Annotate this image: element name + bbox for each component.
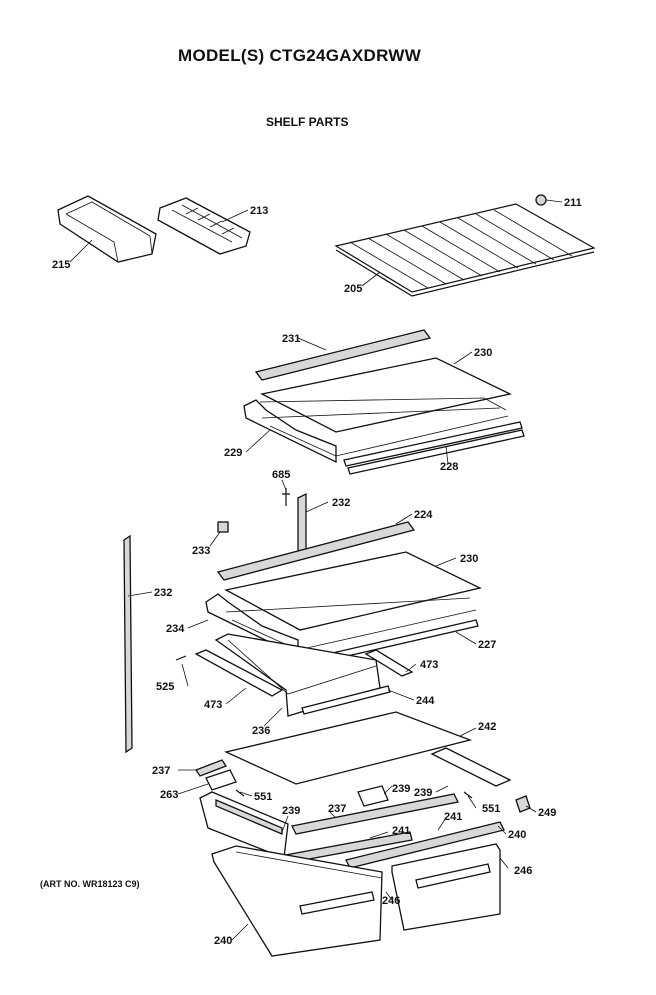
callout-229: 229 [224,447,242,459]
crisper-drawer-right-part [391,843,501,931]
callout-241-right: 241 [444,811,462,823]
trim-244-part [301,685,391,715]
callout-213: 213 [250,205,268,217]
callout-234: 234 [166,623,185,635]
art-number: (ART NO. WR18123 C9) [40,879,140,889]
callout-237-center: 237 [328,803,346,815]
callout-236: 236 [252,725,270,737]
callout-231: 231 [282,333,300,345]
drawer-slide-right-part [430,747,512,787]
crisper-drawer-left-part [211,845,383,957]
bracket-239-part [357,785,389,807]
upright-232-part [123,534,133,754]
callout-240-bottom: 240 [214,935,232,947]
drawer-side-bracket-part [199,791,289,859]
glass-shelf-lower-part [224,551,482,631]
shelf-rear-rail-part [254,329,432,381]
page-title: MODEL(S) CTG24GAXDRWW [178,46,422,65]
callout-205: 205 [344,283,362,295]
bracket-232-part [297,492,307,560]
screw-525-part [175,655,187,661]
wire-shelf-part [334,203,596,297]
callout-239-left: 239 [282,805,300,817]
callout-241-left: 241 [392,825,410,837]
callout-230-upper: 230 [474,347,492,359]
slide-473-part [194,649,414,697]
glass-242-part [224,711,473,785]
callout-246-center: 246 [382,895,400,907]
leader-lines [69,199,563,941]
callout-230-lower: 230 [460,553,478,565]
callout-labels: 215 213 211 205 231 230 229 228 685 232 … [52,197,582,947]
section-subtitle: SHELF PARTS [266,115,349,129]
ice-tray-part [157,197,251,255]
callout-244: 244 [416,695,435,707]
screw-685-part [282,488,290,506]
shelf-frame-part [243,397,509,464]
callout-240-right: 240 [508,829,526,841]
callout-525: 525 [156,681,174,693]
part-237-263 [195,759,237,791]
shelf-trim-part [343,421,525,475]
callout-239-right: 239 [414,787,432,799]
callout-473-left: 473 [204,699,222,711]
glass-shelf-upper-part [260,357,512,433]
shelf-frame-234-part [205,593,477,658]
callout-232-upper: 232 [332,497,350,509]
callout-239-center: 239 [392,783,410,795]
callout-228: 228 [440,461,458,473]
callout-551-right: 551 [482,803,500,815]
trim-241-part [279,821,505,869]
clip-249-part [515,795,531,813]
shelf-bumper-part [535,194,547,206]
callout-227: 227 [478,639,496,651]
callout-249: 249 [538,807,556,819]
callout-685: 685 [272,469,290,481]
callout-211: 211 [564,197,582,209]
callout-551-left: 551 [254,791,272,803]
callout-263: 263 [160,789,178,801]
callout-224: 224 [414,509,433,521]
screw-551-part [235,789,473,799]
door-bin-part [57,195,157,263]
callout-242: 242 [478,721,496,733]
trim-237-part [291,793,459,835]
callout-215: 215 [52,259,70,271]
shelf-rail-224-part [216,521,416,581]
callout-233: 233 [192,545,210,557]
callout-232-left: 232 [154,587,172,599]
callout-237-left: 237 [152,765,170,777]
callout-246-right: 246 [514,865,532,877]
clip-233-part [217,521,229,533]
callout-473-right: 473 [420,659,438,671]
